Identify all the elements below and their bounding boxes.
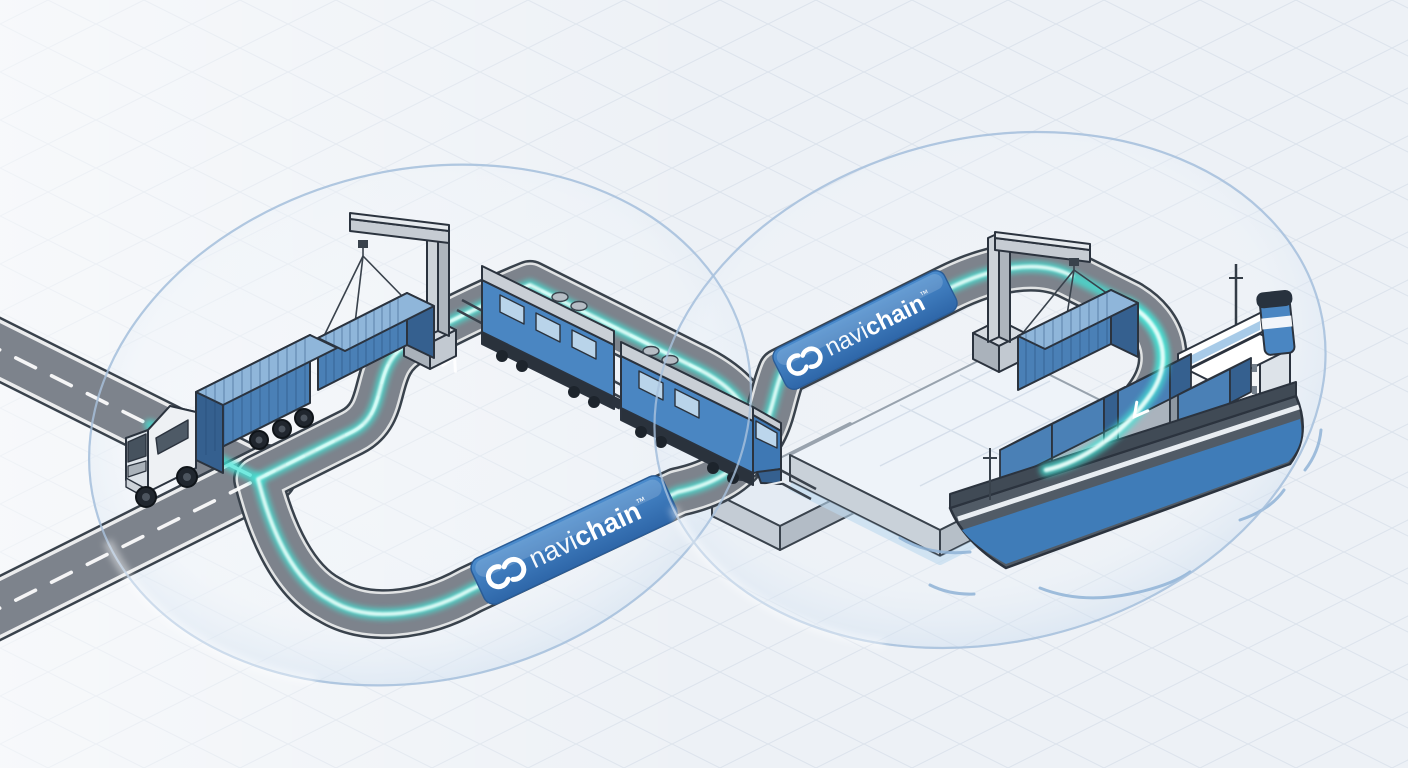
roof-vent <box>551 291 569 303</box>
glow-ramp-into-ship <box>1039 297 1170 477</box>
container-ribs <box>325 298 399 386</box>
ship-funnel <box>1256 289 1296 356</box>
hoist-pulley-icon <box>1069 258 1079 266</box>
container-box <box>1177 357 1252 430</box>
crane-jib-arm-top <box>994 231 1091 251</box>
freight-train <box>481 265 787 487</box>
gantry-crane-left <box>317 212 457 391</box>
cab-handrail <box>761 480 787 487</box>
crane-jib-arm-top <box>349 212 450 232</box>
loco-roof <box>481 265 615 346</box>
cab-nose <box>756 468 782 485</box>
cab-grille <box>127 460 147 478</box>
hoist-pulley-icon <box>358 240 368 248</box>
container-ribs <box>1025 292 1108 386</box>
truck-cab <box>125 405 198 508</box>
roof-vent <box>642 345 660 357</box>
badge-trademark: ™ <box>635 495 649 509</box>
bridge-windows <box>1182 321 1260 369</box>
crane-mast <box>437 228 450 337</box>
loco-windows <box>638 370 700 419</box>
cab-windshield <box>755 420 778 449</box>
cab-windshield <box>127 433 147 463</box>
chain-link-icon <box>485 556 527 590</box>
gantry-crane-right <box>972 231 1139 391</box>
badge-trademark: ™ <box>918 287 931 300</box>
cab-side-window <box>155 419 189 455</box>
chain-link-icon <box>786 346 823 376</box>
quay-grid-lines <box>839 360 1091 487</box>
loco-windows <box>499 294 597 360</box>
badge-gloss <box>475 479 662 577</box>
locomotive-front <box>620 341 787 487</box>
roof-vent <box>570 300 588 312</box>
water-waves <box>898 428 1323 600</box>
hoisted-container-left <box>317 292 435 391</box>
badge-gloss <box>776 274 943 365</box>
trailer-ribs <box>205 338 306 455</box>
locomotive-rear <box>481 265 615 410</box>
ship-hull <box>948 381 1304 570</box>
ship-bulwark <box>949 381 1297 509</box>
semi-truck <box>125 334 338 508</box>
hoisted-container-right <box>1017 289 1139 391</box>
glass-sheen <box>84 127 1330 690</box>
